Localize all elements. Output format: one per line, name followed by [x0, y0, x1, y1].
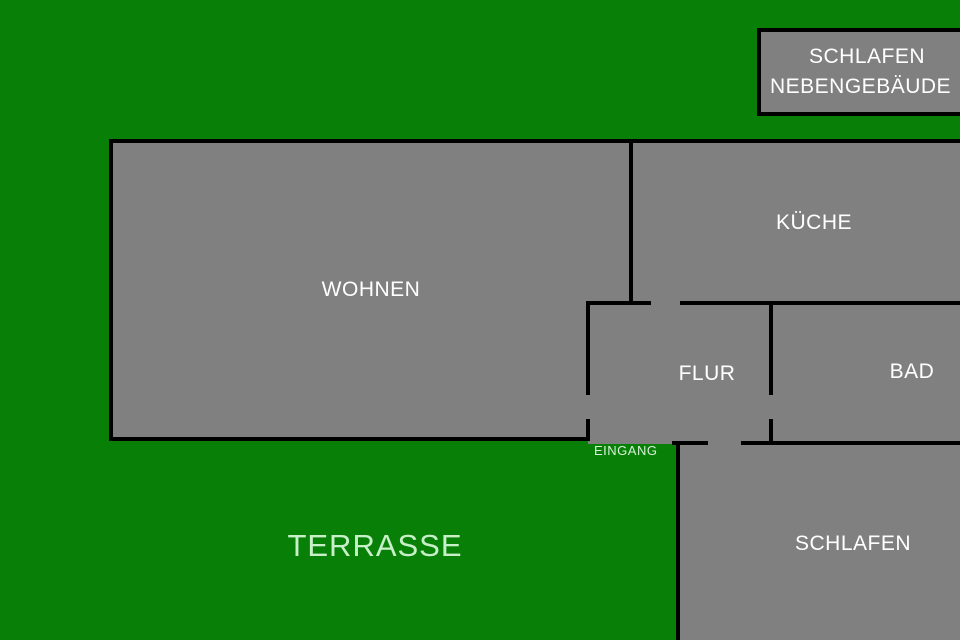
room-kueche	[630, 140, 960, 304]
room-wohnen	[110, 140, 588, 440]
label-schlafen: SCHLAFEN	[794, 532, 912, 555]
annex-label-line2: NEBENGEBÄUDE	[770, 75, 950, 98]
label-wohnen: WOHNEN	[321, 278, 421, 301]
wall-flur-bottom-left	[672, 441, 708, 445]
wall-left	[109, 139, 113, 441]
wall-kueche-bottom	[680, 301, 960, 305]
wall-wohnen-bottom	[109, 437, 590, 441]
room-schlafen	[678, 442, 960, 640]
wall-flur-bad-lower	[769, 419, 773, 443]
wall-flur-top-left	[586, 301, 651, 305]
annex-label-line1: SCHLAFEN	[809, 45, 926, 68]
wall-wohnen-kueche	[629, 139, 633, 304]
room-bad	[770, 302, 960, 444]
wall-flur-left-lower	[586, 419, 590, 441]
label-eingang: EINGANG	[594, 443, 658, 458]
annex-building	[757, 28, 960, 116]
wall-top	[109, 139, 960, 143]
label-kueche: KÜCHE	[775, 211, 853, 234]
room-flur	[588, 302, 772, 444]
annex-label: SCHLAFEN NEBENGEBÄUDE	[770, 42, 950, 102]
wall-flur-bad-upper	[769, 301, 773, 395]
room-wohnen-extension	[580, 140, 635, 304]
label-flur: FLUR	[678, 362, 736, 385]
label-terrasse: TERRASSE	[287, 528, 463, 563]
wall-schlafen-top	[741, 441, 960, 445]
wall-flur-left-upper	[586, 301, 590, 395]
wall-schlafen-left	[676, 441, 680, 640]
label-bad: BAD	[889, 360, 935, 383]
